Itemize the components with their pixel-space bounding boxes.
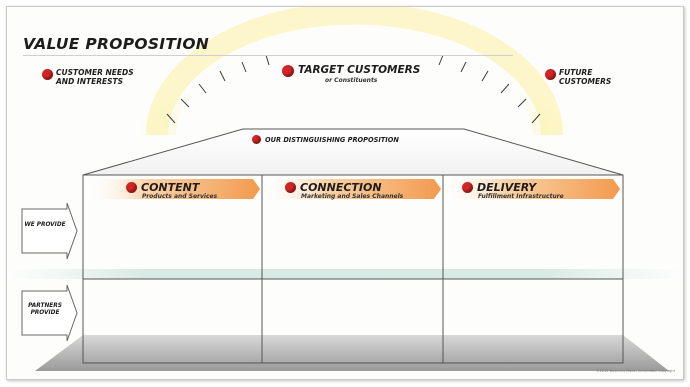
canvas-grid <box>82 174 624 364</box>
column-subtitle-connection: Marketing and Sales Channels <box>301 193 404 200</box>
footer-note: ©2012 Business Model Generation copyrigh… <box>596 369 675 373</box>
bullet-dot-icon <box>252 135 261 144</box>
diagram-graphics <box>7 7 683 371</box>
bullet-dot-icon <box>126 182 137 193</box>
sun-rays <box>166 54 541 124</box>
future-customers-label: FUTURE CUSTOMERS <box>559 68 612 86</box>
bullet-dot-icon <box>42 69 53 80</box>
bullet-dot-icon <box>545 69 556 80</box>
bullet-dot-icon <box>282 65 294 77</box>
target-customers-subtitle: or Constituents <box>325 77 378 84</box>
distinguishing-proposition-label: OUR DISTINGUISHING PROPOSITION <box>265 136 399 144</box>
customer-needs-label: CUSTOMER NEEDS AND INTERESTS <box>56 68 134 86</box>
row-label-we-provide: WE PROVIDE <box>24 222 66 228</box>
title-divider <box>23 55 513 56</box>
bullet-dot-icon <box>285 182 296 193</box>
bullet-dot-icon <box>462 182 473 193</box>
column-subtitle-content: Products and Services <box>142 193 218 200</box>
poster-frame: VALUE PROPOSITION CUSTOMER NEEDS AND INT… <box>6 6 684 380</box>
page-title: VALUE PROPOSITION <box>23 35 210 53</box>
row-label-partners-provide: PARTNERS PROVIDE <box>28 303 62 316</box>
column-subtitle-delivery: Fulfillment Infrastructure <box>478 193 564 200</box>
target-customers-title: TARGET CUSTOMERS <box>298 64 421 76</box>
column-title-connection: CONNECTION <box>300 181 382 194</box>
column-title-delivery: DELIVERY <box>477 181 537 194</box>
column-title-content: CONTENT <box>141 181 200 194</box>
